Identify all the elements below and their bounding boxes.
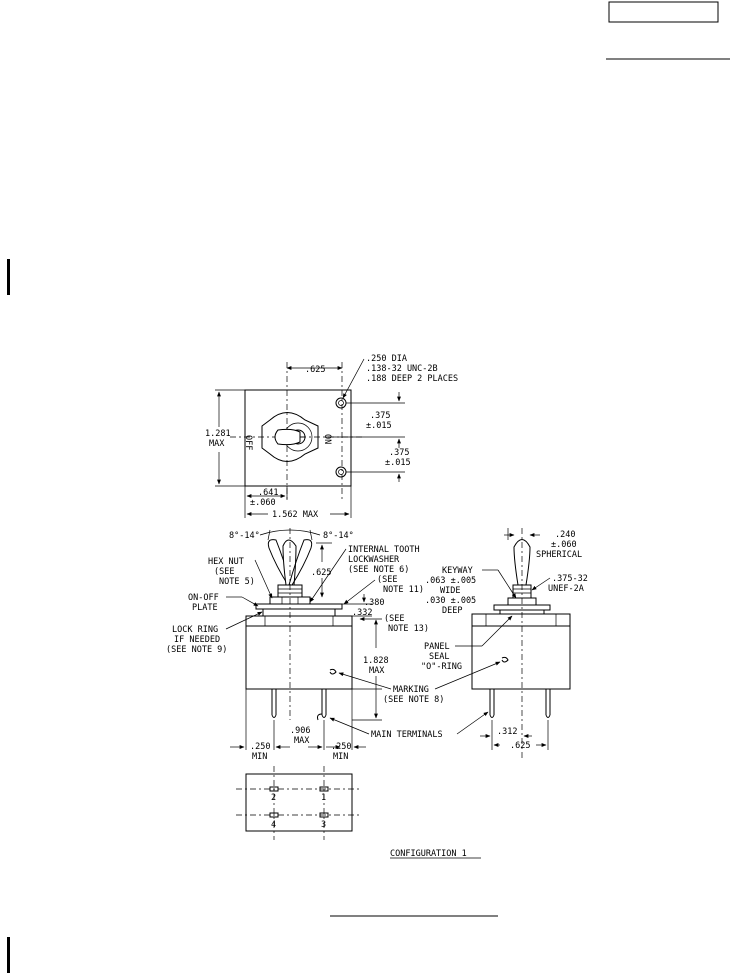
dim-250-left-label: MIN — [252, 752, 267, 762]
note-13-label-2: NOTE 13) — [388, 624, 429, 634]
terminal-pad-3 — [319, 812, 329, 818]
hole-note-2: .138-32 UNC-2B — [366, 364, 438, 374]
terminal-num-2: 2 — [271, 793, 276, 803]
end-dim-312: .312 — [497, 727, 517, 737]
dim-375-b-value: .375 — [389, 448, 409, 458]
angle-left: 8°-14° — [229, 531, 260, 541]
lockwasher-label-2: LOCKWASHER — [348, 555, 400, 565]
bottom-view: 2 1 4 3 — [236, 766, 362, 840]
thread-label-2: UNEF-2A — [548, 584, 584, 594]
hole-note-1: .250 DIA — [366, 354, 407, 364]
main-terminals-label: MAIN TERMINALS — [371, 730, 443, 740]
width-max: 1.562 MAX — [272, 510, 319, 520]
header-box — [608, 1, 719, 23]
dim-375-b-tol: ±.015 — [385, 458, 411, 468]
side-height-label: MAX — [369, 666, 385, 676]
keyway-label-2: .063 ±.005 — [425, 576, 476, 586]
lock-ring-label-1: LOCK RING — [172, 625, 218, 635]
dim-240-tol: ±.060 — [551, 540, 577, 550]
terminal-pad-4 — [269, 812, 279, 818]
dim-625-top: .625 — [305, 365, 325, 375]
terminal-num-4: 4 — [271, 820, 276, 830]
note-13-label-1: (SEE — [384, 614, 404, 624]
dim-240-value: .240 — [555, 530, 575, 540]
end-view: .240 ±.060 SPHERICAL KEYWAY .063 ±.005 W… — [421, 528, 588, 760]
bottom-body — [245, 773, 353, 832]
height-max-label: MAX — [209, 439, 225, 449]
side-view: 8°-14° 8°-14° HEX NUT (SEE NOTE 5) INTER… — [166, 528, 501, 762]
note-11-label-2: NOTE 11) — [383, 585, 424, 595]
end-body — [471, 625, 571, 690]
terminal-pad-2 — [269, 786, 279, 792]
dim-250-right-value: .250 — [331, 742, 351, 752]
dim-332-value: .332 — [352, 608, 372, 618]
toggle-plate — [261, 412, 319, 462]
top-view-body — [244, 389, 352, 487]
hex-nut-label-1: HEX NUT — [208, 557, 244, 567]
dim-641-tol: ±.060 — [250, 498, 276, 508]
plate-label-1: ON-OFF — [188, 593, 219, 603]
dim-906-label: MAX — [294, 736, 310, 746]
panel-seal-label-3: "O"-RING — [421, 662, 462, 672]
side-body-cap — [245, 615, 353, 627]
thread-label-1: .375-32 — [552, 574, 588, 584]
end-terminal-left — [489, 714, 495, 718]
dim-906-value: .906 — [290, 726, 310, 736]
change-bar-bottom — [7, 937, 10, 973]
end-lever — [513, 539, 531, 586]
lock-ring-label-2: IF NEEDED — [174, 635, 220, 645]
mounting-hole-bottom — [335, 466, 347, 478]
dim-250-right-label: MIN — [333, 752, 348, 762]
panel-seal-label-1: PANEL — [424, 642, 450, 652]
off-label: OFF — [243, 435, 253, 450]
terminal-left — [271, 714, 277, 718]
caption: CONFIGURATION 1 — [390, 849, 467, 859]
side-height-value: 1.828 — [363, 656, 389, 666]
dim-250-left-value: .250 — [250, 742, 270, 752]
keyway-label-4: .030 ±.005 — [425, 596, 476, 606]
dim-380: .380 — [364, 598, 384, 608]
angle-right: 8°-14° — [323, 531, 354, 541]
dim-375-a-value: .375 — [370, 411, 390, 421]
keyway-label-3: WIDE — [440, 586, 460, 596]
lever-right — [288, 539, 313, 586]
dim-641-value: .641 — [258, 488, 278, 498]
lever-center — [282, 539, 297, 586]
end-body-cap — [471, 613, 571, 627]
note-11-label-1: (SEE — [377, 575, 397, 585]
side-body — [245, 625, 353, 690]
top-view: OFF ON .625 .250 DIA .138-32 UNC-2B .188… — [205, 354, 458, 520]
lock-ring-label-3: (SEE NOTE 9) — [166, 645, 227, 655]
end-terminal-right — [545, 714, 551, 718]
dim-240-label: SPHERICAL — [536, 550, 582, 560]
terminal-num-3: 3 — [321, 820, 326, 830]
keyway-label-5: DEEP — [442, 606, 462, 616]
lockwasher-label-1: INTERNAL TOOTH — [348, 545, 420, 555]
hole-note-3: .188 DEEP 2 PLACES — [366, 374, 458, 384]
on-off-plate — [255, 603, 343, 610]
lock-ring — [262, 608, 336, 617]
keyway-label-1: KEYWAY — [442, 566, 473, 576]
toggle-lever — [274, 428, 301, 446]
hex-nut-label-2: (SEE — [214, 567, 234, 577]
on-label: ON — [322, 434, 332, 444]
lockwasher-label-3: (SEE NOTE 6) — [348, 565, 409, 575]
terminal-right — [321, 714, 327, 718]
dim-375-a-tol: ±.015 — [366, 421, 392, 431]
hex-nut-label-3: NOTE 5) — [219, 577, 255, 587]
terminal-pad-1 — [319, 786, 329, 792]
side-dim-625: .625 — [311, 568, 331, 578]
panel-seal-label-2: SEAL — [429, 652, 449, 662]
plate-label-2: PLATE — [192, 603, 218, 613]
marking-symbol — [329, 668, 337, 675]
terminal-num-1: 1 — [321, 793, 326, 803]
change-bar-top — [7, 259, 10, 295]
height-max-value: 1.281 — [205, 429, 231, 439]
marking-label-2: (SEE NOTE 8) — [383, 695, 444, 705]
mounting-hole-top — [335, 397, 347, 409]
marking-label-1: MARKING — [393, 685, 429, 695]
end-dim-625: .625 — [510, 741, 530, 751]
